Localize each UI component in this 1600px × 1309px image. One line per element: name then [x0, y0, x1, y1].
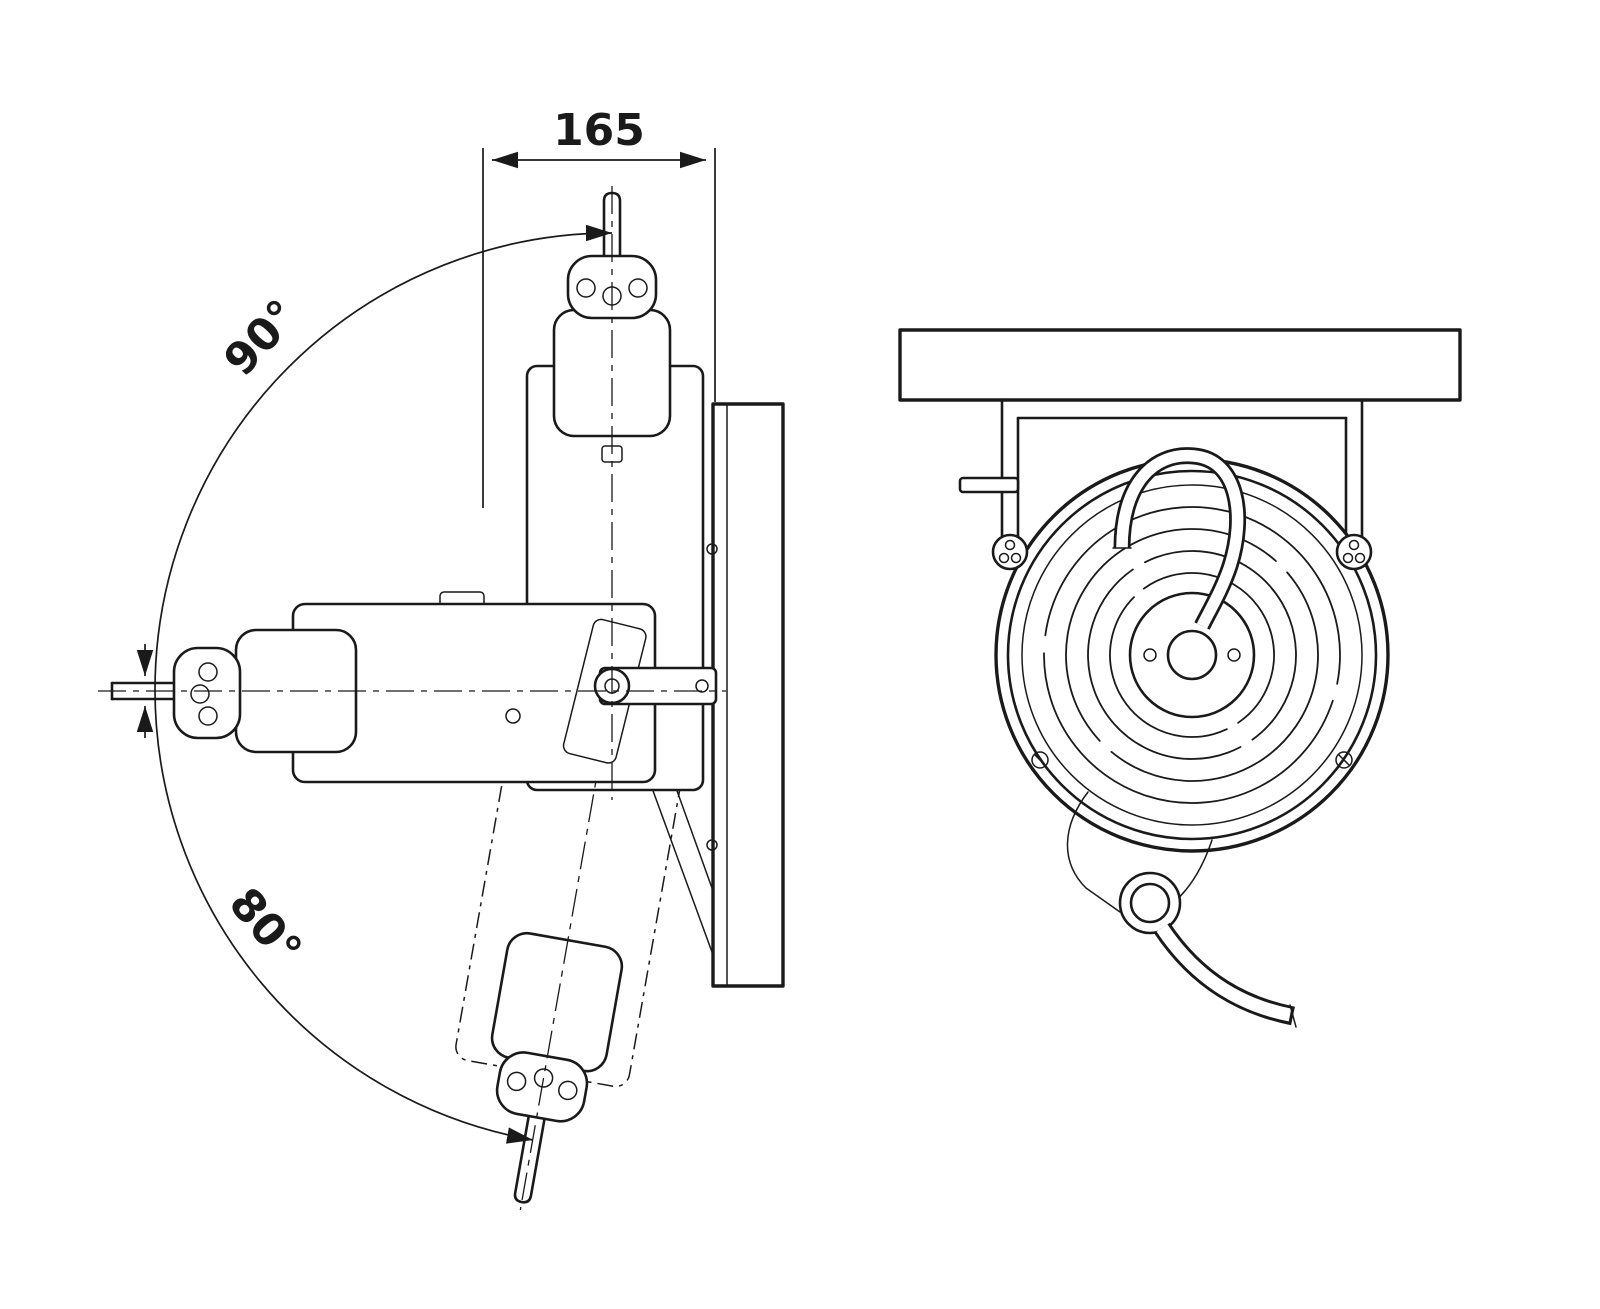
wall-plate [651, 402, 785, 988]
hose-inlet [1112, 447, 1247, 630]
dimension-165: 165 [482, 105, 716, 508]
swivel-arm [593, 666, 718, 706]
ceiling-mount [898, 328, 1462, 402]
angle-90-label: 90° [214, 290, 308, 386]
front-view [898, 328, 1462, 1028]
outlet-hose [1154, 922, 1297, 1028]
yoke-knuckle-left [991, 533, 1029, 571]
mounting-yoke [958, 398, 1364, 560]
hub-center [1143, 629, 1241, 681]
roller-guide-left [172, 646, 242, 740]
angle-80-label: 80° [219, 878, 312, 975]
hose-stub-down [513, 1114, 546, 1204]
side-view: 165 90° 80° [98, 105, 785, 1211]
dimension-165-label: 165 [553, 105, 645, 156]
housing-screws [1031, 751, 1353, 769]
reel-left-position [110, 591, 657, 784]
yoke-ledge [958, 476, 1020, 494]
hose-outlet [1066, 791, 1213, 935]
yoke-knuckle-right [1335, 533, 1373, 571]
